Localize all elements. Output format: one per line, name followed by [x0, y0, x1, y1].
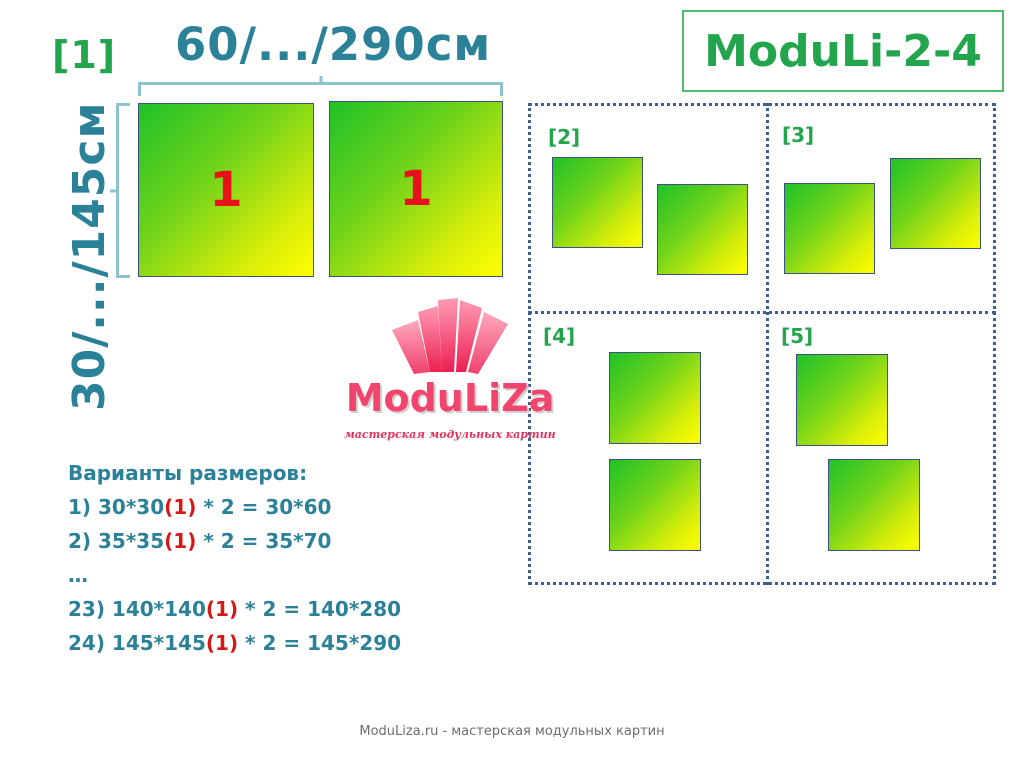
- variant-2-panel-b: [657, 184, 748, 275]
- variant-1-tag: [1]: [52, 33, 117, 77]
- variant-3-tag: [3]: [782, 123, 815, 147]
- variants-grid: [528, 103, 996, 585]
- variant-2-tag: [2]: [548, 125, 581, 149]
- variant-4-tag: [4]: [543, 324, 576, 348]
- footer-text[interactable]: ModuLiza.ru - мастерская модульных карти…: [359, 724, 665, 739]
- height-dimension-label: 30/.../145см: [64, 101, 115, 411]
- variant-5-tag: [5]: [781, 324, 814, 348]
- panel-number: 1: [399, 161, 433, 217]
- height-bracket: [116, 103, 130, 278]
- product-title: ModuLi-2-4: [682, 10, 1004, 92]
- variant-3-panel-a: [784, 183, 875, 274]
- panel-number: 1: [209, 162, 243, 218]
- main-panel-left: 1: [138, 103, 314, 277]
- size-variants-list: Варианты размеров: 1) 30*30(1) * 2 = 30*…: [68, 456, 508, 660]
- variant-5-panel-b: [828, 459, 920, 551]
- variant-4-panel-b: [609, 459, 701, 551]
- list-item: 24) 145*145(1) * 2 = 145*290: [68, 631, 402, 655]
- list-item: 2) 35*35(1) * 2 = 35*70: [68, 529, 332, 553]
- width-bracket: [138, 82, 503, 96]
- sizes-heading: Варианты размеров:: [68, 461, 308, 485]
- width-dimension-label: 60/.../290см: [175, 18, 492, 71]
- list-item: 1) 30*30(1) * 2 = 30*60: [68, 495, 332, 519]
- grid-divider-vertical: [766, 103, 769, 585]
- logo-fan-icon: [392, 298, 508, 374]
- moduliza-logo: ModuLiZa мастерская модульных картин: [332, 290, 568, 450]
- list-item: …: [68, 563, 88, 587]
- grid-divider-horizontal: [528, 311, 996, 314]
- variant-3-panel-b: [890, 158, 981, 249]
- list-item: 23) 140*140(1) * 2 = 140*280: [68, 597, 402, 621]
- variant-5-panel-a: [796, 354, 888, 446]
- logo-tagline: мастерская модульных картин: [344, 428, 556, 441]
- main-panel-right: 1: [329, 101, 503, 277]
- variant-4-panel-a: [609, 352, 701, 444]
- variant-2-panel-a: [552, 157, 643, 248]
- logo-wordmark: ModuLiZa: [345, 376, 555, 420]
